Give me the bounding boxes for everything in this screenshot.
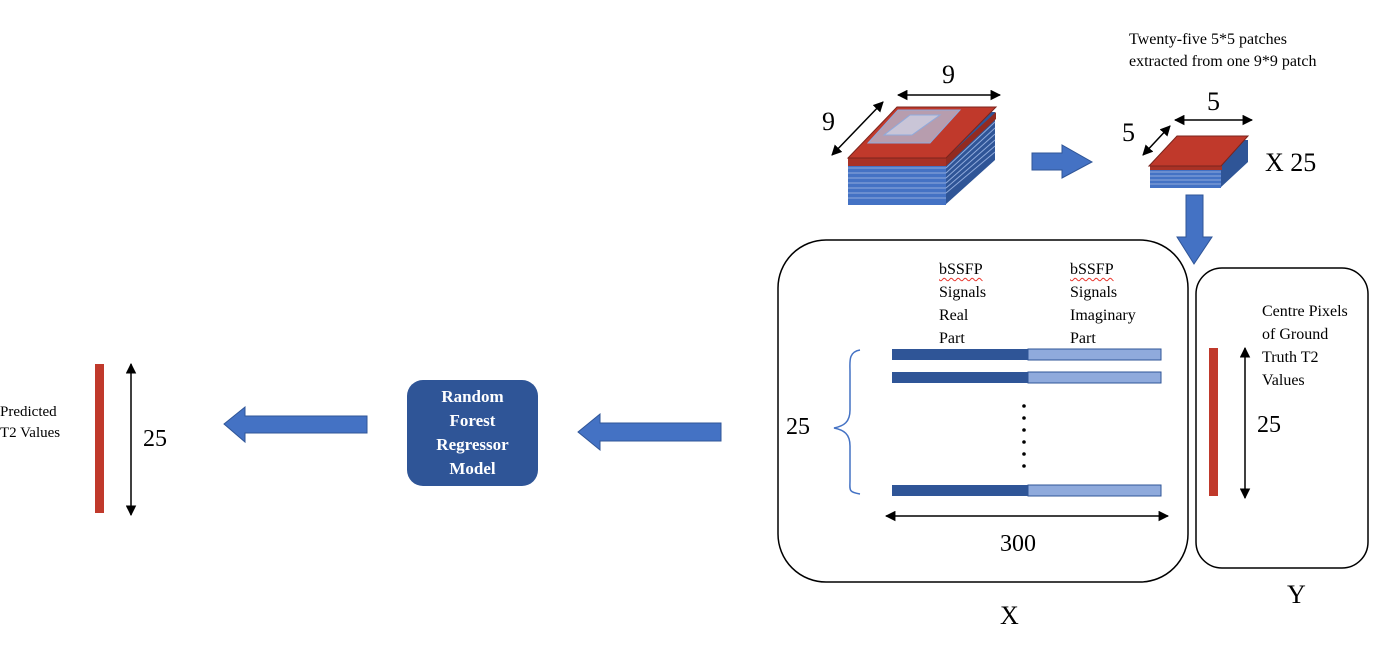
big-patch-depth-arrow [831, 101, 884, 156]
imag-col-line4: Part [1070, 330, 1096, 347]
real-col-line2: Signals [939, 284, 987, 301]
y-caption-line4: Values [1262, 372, 1305, 389]
right-arrow-icon [1031, 144, 1094, 179]
imag-col-line1: bSSFP [1070, 261, 1114, 278]
real-col-line1: bSSFP [939, 261, 983, 278]
rows-brace-icon [833, 349, 861, 495]
small-patch-depth-label: 5 [1122, 118, 1135, 147]
times-25-label: X 25 [1265, 148, 1317, 177]
big-patch-stack-icon [846, 106, 998, 205]
imaginary-part-column-label: bSSFP Signals Imaginary Part [1070, 258, 1136, 350]
x-matrix-rows [892, 348, 1162, 497]
predicted-count-label: 25 [143, 426, 167, 452]
patches-caption-line2: extracted from one 9*9 patch [1129, 53, 1317, 70]
real-part-column-label: bSSFP Signals Real Part [939, 258, 986, 350]
y-caption: Centre Pixels of Ground Truth T2 Values [1262, 300, 1348, 392]
model-label: Random Forest Regressor Model [407, 385, 538, 481]
real-col-line3: Real [939, 307, 969, 324]
small-patch-width-label: 5 [1207, 87, 1220, 116]
big-patch-width-label: 9 [942, 60, 955, 89]
patches-caption-line1: Twenty-five 5*5 patches [1129, 31, 1287, 48]
x-rows-label: 25 [786, 414, 810, 440]
imag-col-line2: Signals [1070, 284, 1118, 301]
x-label: X [1000, 601, 1019, 630]
pred-line1: Predicted [0, 404, 57, 420]
down-arrow-icon [1176, 194, 1213, 265]
y-caption-line3: Truth T2 [1262, 349, 1319, 366]
small-patch-depth-arrow [1142, 125, 1171, 156]
model-line4: Model [449, 459, 496, 478]
big-patch-depth-label: 9 [822, 107, 835, 136]
pred-line2: T2 Values [0, 425, 61, 441]
model-line3: Regressor [436, 435, 509, 454]
left-arrow-icon [223, 405, 368, 444]
y-caption-line1: Centre Pixels [1262, 303, 1348, 320]
x-matrix-box [777, 239, 1189, 583]
imag-col-line3: Imaginary [1070, 307, 1136, 324]
ellipsis-dots-icon [1022, 404, 1026, 468]
small-patch-stack-icon [1147, 135, 1250, 188]
model-line1: Random [441, 387, 504, 406]
real-col-line4: Part [939, 330, 965, 347]
predicted-vector-bar [95, 364, 104, 513]
model-line2: Forest [449, 411, 496, 430]
predicted-caption: Predicted T2 Values [0, 402, 60, 444]
model-box [407, 380, 538, 486]
y-label: Y [1287, 580, 1306, 609]
y-vector-bar [1209, 348, 1218, 496]
x-width-label: 300 [1000, 531, 1036, 557]
y-vector-box [1195, 267, 1369, 569]
left-arrow-icon [577, 412, 722, 452]
y-caption-line2: of Ground [1262, 326, 1329, 343]
y-count-label: 25 [1257, 412, 1281, 438]
